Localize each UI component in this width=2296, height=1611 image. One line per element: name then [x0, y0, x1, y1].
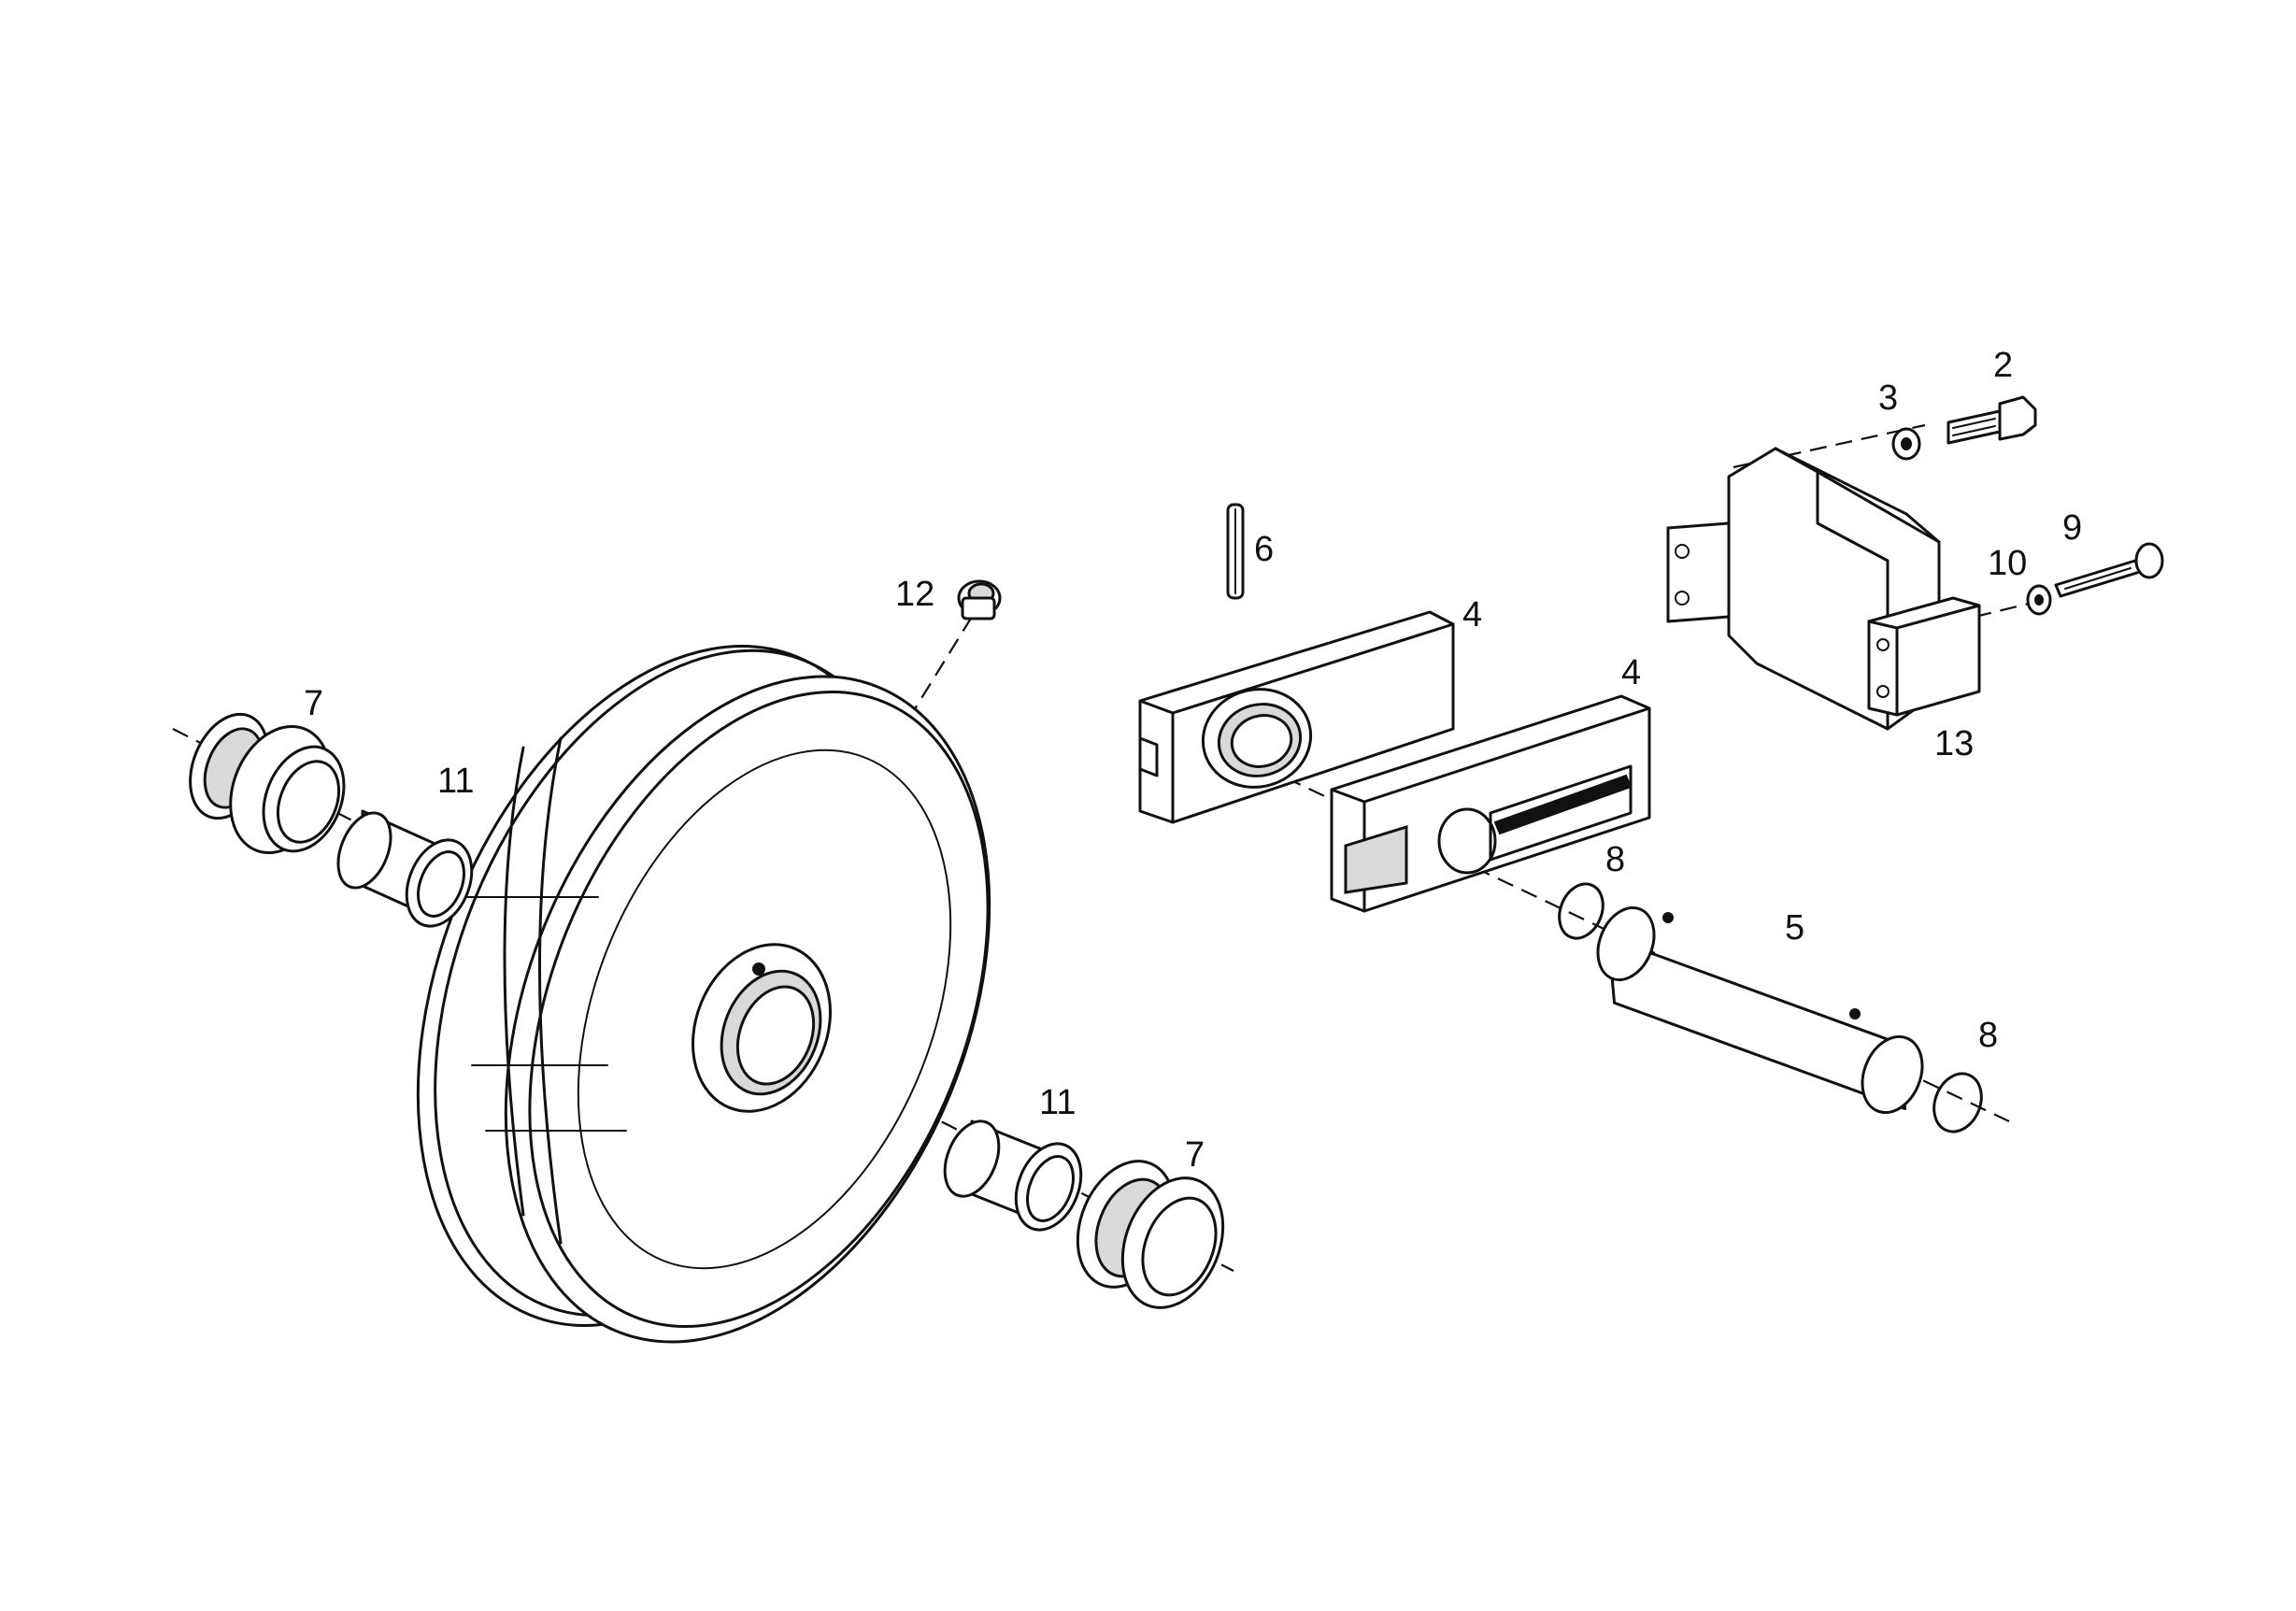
- seal-left: [189, 712, 346, 855]
- grease-nipple: [957, 579, 1002, 620]
- bolt-lower: [2054, 542, 2164, 598]
- callout-8-lower: 8: [1978, 1016, 1998, 1055]
- callout-10: 10: [1988, 544, 2027, 583]
- callout-3: 3: [1878, 378, 1898, 418]
- callout-12: 12: [895, 575, 934, 614]
- callout-11-left: 11: [437, 762, 474, 801]
- callout-6: 6: [1254, 530, 1274, 569]
- roll-pin: [1226, 503, 1245, 600]
- callout-2: 2: [1993, 346, 2013, 385]
- seal-right: [1076, 1160, 1225, 1309]
- o-ring-upper: [1558, 882, 1604, 940]
- tension-housing: [1666, 447, 1981, 731]
- bushing-right: [943, 1119, 1083, 1232]
- callout-4-lower: 4: [1621, 653, 1641, 692]
- wheel-axis-line: [172, 728, 1234, 1272]
- callout-9: 9: [2062, 508, 2082, 548]
- callout-13: 13: [1934, 724, 1974, 763]
- washer-lower: [2026, 584, 2052, 616]
- callout-11-right: 11: [1039, 1083, 1076, 1122]
- callout-5: 5: [1785, 908, 1804, 948]
- idler-wheel: [416, 645, 991, 1344]
- bearing-block-lower: [1330, 694, 1651, 913]
- callout-8-upper: 8: [1605, 840, 1625, 879]
- o-ring-lower: [1932, 1072, 1983, 1133]
- bolt-upper: [1947, 395, 2037, 445]
- callout-7-left: 7: [304, 684, 323, 723]
- washer-upper: [1891, 427, 1921, 461]
- callout-4-upper: 4: [1462, 595, 1482, 634]
- callout-7-right: 7: [1185, 1135, 1205, 1175]
- bearing-block-upper: [1138, 610, 1455, 824]
- bushing-left: [336, 809, 474, 928]
- shaft: [1596, 905, 1924, 1115]
